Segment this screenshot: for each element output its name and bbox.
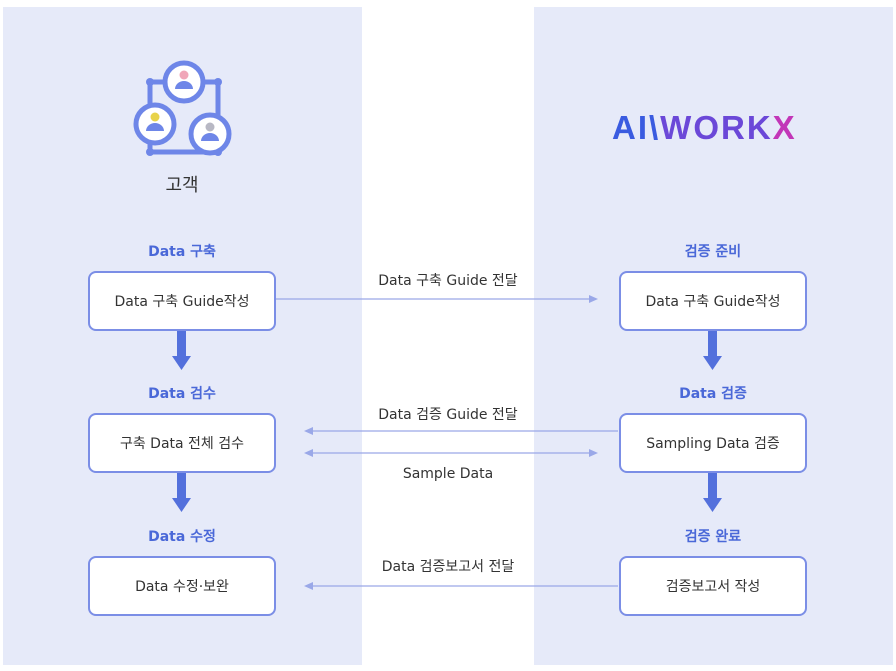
right-step-title-3: 검증 완료 — [684, 529, 742, 545]
customer-label: 고객 — [165, 175, 199, 196]
down-arrow-left-2 — [172, 473, 191, 512]
right-step-box-1: Data 구축 Guide작성 — [619, 271, 807, 331]
flow-label-verify-guide: Data 검증 Guide 전달 — [378, 407, 518, 423]
left-step-title-3: Data 수정 — [148, 529, 216, 545]
left-step-box-3: Data 수정·보완 — [88, 556, 276, 616]
flow-label-guide: Data 구축 Guide 전달 — [378, 273, 518, 289]
flow-label-report: Data 검증보고서 전달 — [381, 559, 515, 575]
left-step-box-2: 구축 Data 전체 검수 — [88, 413, 276, 473]
down-arrow-right-1 — [703, 331, 722, 370]
flow-arrow-report — [304, 582, 618, 590]
right-step-box-3: 검증보고서 작성 — [619, 556, 807, 616]
flow-arrow-guide — [276, 295, 598, 303]
down-arrow-right-2 — [703, 473, 722, 512]
flow-arrow-verify-guide — [304, 427, 618, 435]
flow-label-sample: Sample Data — [402, 466, 494, 482]
right-step-box-2: Sampling Data 검증 — [619, 413, 807, 473]
left-step-title-1: Data 구축 — [148, 244, 216, 260]
aiworkx-logo: AI\WORKX — [612, 109, 797, 146]
flow-arrow-sample — [304, 449, 598, 457]
right-step-title-1: 검증 준비 — [684, 244, 742, 260]
down-arrow-left-1 — [172, 331, 191, 370]
right-step-title-2: Data 검증 — [679, 386, 747, 402]
left-step-title-2: Data 검수 — [148, 386, 216, 402]
left-step-box-1: Data 구축 Guide작성 — [88, 271, 276, 331]
